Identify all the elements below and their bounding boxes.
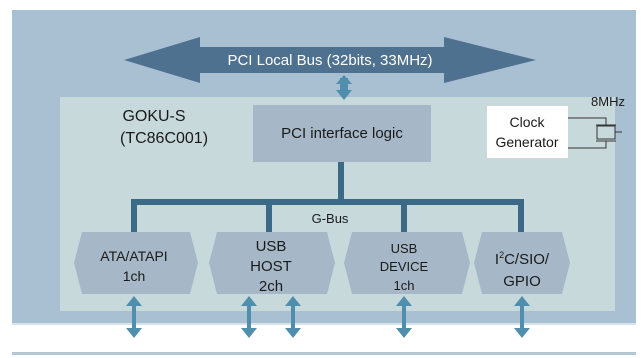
usb-host-label-line1: USB	[256, 238, 287, 255]
io-arrow-ata	[126, 296, 142, 338]
io-arrow-i2c	[514, 296, 530, 338]
g-bus-label: G-Bus	[312, 211, 349, 226]
bottom-rule	[12, 352, 636, 355]
chip-part-number: (TC86C001)	[120, 130, 208, 147]
i2c-sio-gpio-block	[474, 232, 570, 294]
clock-label-line1: Clock	[509, 114, 545, 130]
usb-device-label-line3: 1ch	[394, 278, 415, 293]
outer-panel-shadow	[12, 323, 636, 325]
ata-label-line2: 1ch	[123, 268, 146, 284]
pci-bus-arrow	[124, 37, 536, 83]
usb-device-block	[344, 232, 470, 294]
crystal-frequency-label: 8MHz	[591, 94, 625, 109]
clock-generator-box	[487, 106, 568, 158]
i2c-label-line1: I2C/SIO/	[495, 250, 550, 268]
usb-host-label-line2: HOST	[250, 258, 292, 275]
bus-chip-arrow	[336, 75, 352, 100]
i2c-label-line2: GPIO	[503, 273, 541, 290]
pci-interface-label: PCI interface logic	[281, 125, 403, 142]
pci-interface-box	[253, 105, 431, 162]
clock-label-line2: Generator	[495, 134, 558, 150]
crystal-icon	[568, 117, 622, 149]
usb-host-block	[209, 232, 335, 294]
io-arrow-usb-device	[396, 296, 412, 338]
io-arrows	[126, 296, 530, 338]
io-arrow-usb-host-2	[285, 296, 301, 338]
io-arrow-usb-host-1	[241, 296, 257, 338]
pci-bus-label: PCI Local Bus (32bits, 33MHz)	[227, 52, 432, 69]
ata-label-line1: ATA/ATAPI	[100, 248, 167, 264]
chip-name: GOKU-S	[122, 108, 185, 125]
ata-atapi-block	[74, 232, 198, 294]
usb-host-label-line3: 2ch	[259, 278, 283, 295]
g-bus-lines	[131, 162, 524, 232]
usb-device-label-line1: USB	[391, 241, 418, 256]
usb-device-label-line2: DEVICE	[380, 259, 429, 274]
